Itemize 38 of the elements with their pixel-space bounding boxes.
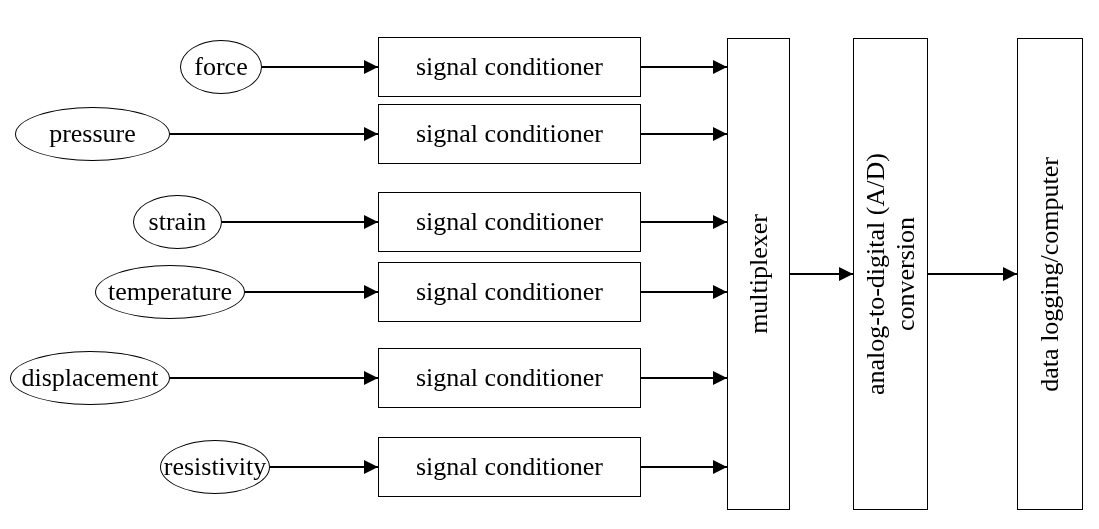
process-box (1017, 38, 1083, 510)
node-label: temperature (107, 277, 233, 307)
node-label: data logging/computer (1035, 156, 1065, 392)
process-box (727, 38, 790, 510)
arrow (789, 267, 854, 281)
process-box (378, 192, 641, 252)
arrow (640, 60, 728, 74)
node-label: analog-to-digital (A/D) conversion (860, 152, 921, 397)
process-box (378, 437, 641, 497)
arrow (169, 127, 379, 141)
process-box (378, 37, 641, 97)
arrow (640, 127, 728, 141)
node-label: signal conditioner (416, 277, 603, 307)
arrow (261, 60, 379, 74)
node-label: multiplexer (743, 214, 774, 334)
process-box (378, 262, 641, 322)
arrow (640, 285, 728, 299)
arrow (269, 460, 379, 474)
arrow (927, 267, 1018, 281)
node-label: signal conditioner (416, 363, 603, 393)
node-label: displacement (21, 363, 159, 393)
node-label: signal conditioner (416, 52, 603, 82)
node-label: force (194, 52, 248, 82)
arrow (221, 215, 379, 229)
arrow (640, 371, 728, 385)
arrow (640, 460, 728, 474)
node-label: signal conditioner (416, 119, 603, 149)
node-label: signal conditioner (416, 207, 603, 237)
process-box (378, 348, 641, 408)
arrow (640, 215, 728, 229)
process-box (378, 104, 641, 164)
arrow (244, 285, 379, 299)
process-box (853, 38, 928, 510)
node-label: signal conditioner (416, 452, 603, 482)
node-label: resistivity (163, 452, 267, 482)
node-label: strain (148, 207, 207, 237)
node-label: pressure (49, 119, 136, 149)
arrow (169, 371, 379, 385)
